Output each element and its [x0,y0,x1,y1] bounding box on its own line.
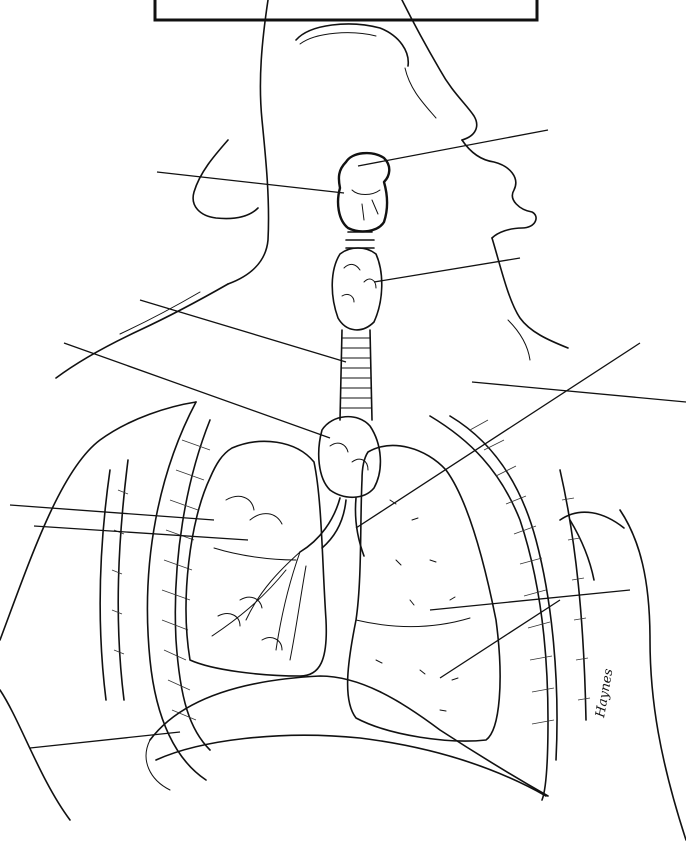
title-box [155,0,537,20]
leader-line-4 [140,300,346,362]
thyroid-gland [332,232,382,330]
leader-line-3 [374,258,520,282]
leader-line-8b [34,526,248,540]
leader-line-1 [157,172,344,193]
leader-line-10 [30,732,180,748]
leader-line-7 [472,382,686,402]
leader-line-5 [64,343,330,438]
rib-hatching-left [112,440,210,720]
trachea [340,330,372,420]
leader-line-6 [356,343,640,528]
leader-lines [10,130,686,748]
leader-line-2 [358,130,548,166]
leader-line-9a [430,590,630,610]
signature-text: Haynes [593,667,617,719]
artist-signature: Haynes [593,667,617,719]
bronchi [300,498,364,556]
thymus [319,417,381,498]
diaphragm [146,676,548,796]
lung-right [348,446,500,741]
lung-left-cutaway [186,441,326,676]
